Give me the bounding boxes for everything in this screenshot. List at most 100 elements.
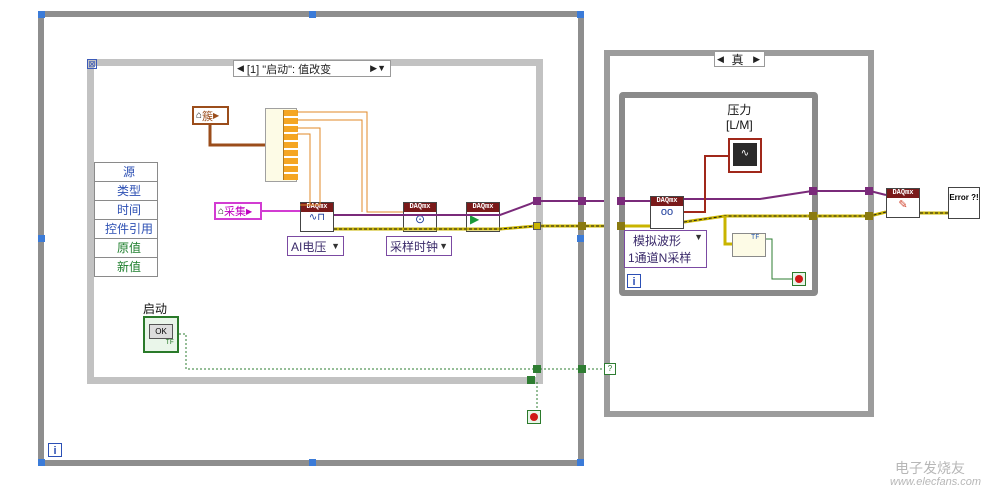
case-tunnel-error[interactable] xyxy=(617,222,625,230)
left-arrow-icon[interactable]: ◀ xyxy=(717,53,724,64)
read-mode-line2: 1通道N采样 xyxy=(628,251,692,265)
resize-handle[interactable] xyxy=(309,459,316,466)
resize-handle[interactable] xyxy=(309,11,316,18)
read-error-out xyxy=(683,210,887,224)
event-structure-corner-icon: ⊠ xyxy=(87,59,97,69)
resize-handle[interactable] xyxy=(577,11,584,18)
simple-error-handler[interactable]: Error ?! xyxy=(948,187,980,219)
sample-clock-label: 采样时钟 xyxy=(390,239,439,254)
error-handler-label: Error ?! xyxy=(949,193,979,202)
boolean-tf-label: TF xyxy=(165,339,174,347)
tunnel-error-out[interactable] xyxy=(533,222,541,230)
daqmx-header: DAQmx xyxy=(651,197,683,206)
array-orange-wire-2 xyxy=(297,119,363,212)
tunnel-boolean-out[interactable] xyxy=(533,365,541,373)
stop-terminal[interactable] xyxy=(527,410,541,424)
array-orange-wire-4 xyxy=(297,133,311,205)
error-wire-left-inner xyxy=(334,225,537,230)
unbundle-tf: TF xyxy=(751,234,760,242)
event-case-selector[interactable]: ◀ [1] "启动": 值改变 ▶▼ xyxy=(233,60,391,77)
pressure-graph-terminal[interactable]: ∿ xyxy=(728,138,762,173)
resize-handle[interactable] xyxy=(38,459,45,466)
shift-register[interactable] xyxy=(527,376,535,384)
resize-handle[interactable] xyxy=(577,235,584,242)
case-tunnel-task-out[interactable] xyxy=(865,187,873,195)
case-tunnel-error-out[interactable] xyxy=(865,212,873,220)
right-arrow-icon[interactable]: ▶▼ xyxy=(370,63,386,73)
stop-icon xyxy=(530,413,538,421)
left-arrow-icon[interactable]: ◀ xyxy=(237,63,244,73)
daqmx-header: DAQmx xyxy=(301,203,333,212)
task-wire xyxy=(334,200,537,216)
start-button-terminal[interactable]: OK TF xyxy=(143,316,179,353)
tunnel-loop-error[interactable] xyxy=(578,222,586,230)
info-icon[interactable]: i xyxy=(627,274,641,288)
home-icon: ⌂ xyxy=(196,110,203,121)
build-array-terminals xyxy=(283,110,298,180)
tunnel-loop-task[interactable] xyxy=(578,197,586,205)
tunnel-task-out[interactable] xyxy=(533,197,541,205)
daqmx-read-vi[interactable]: DAQmx oo xyxy=(650,196,684,229)
ok-button-face: OK xyxy=(149,324,173,339)
clock-icon: ⊙ xyxy=(414,212,426,226)
sample-clock-selector[interactable]: 采样时钟 ▼ xyxy=(386,236,452,256)
read-to-graph xyxy=(684,155,728,213)
channel-wave-icon: ∿⊓ xyxy=(308,212,326,223)
case-selector-label: 真 xyxy=(731,52,744,67)
cluster-wire xyxy=(208,125,265,147)
ai-voltage-label: AI电压 xyxy=(291,239,327,254)
read-mode-line1: 模拟波形 xyxy=(633,234,682,248)
daqmx-timing-vi[interactable]: DAQmx ⊙ xyxy=(403,202,437,232)
array-orange-wire-1 xyxy=(297,111,403,213)
watermark-brand: 电子发烧友 xyxy=(895,460,965,476)
loop-tunnel-task-out[interactable] xyxy=(809,187,817,195)
daqmx-create-channel-vi[interactable]: DAQmx ∿⊓ xyxy=(300,202,334,232)
event-case-label: [1] "启动": 值改变 xyxy=(246,63,332,76)
event-node-old-value[interactable]: 原值 xyxy=(95,239,157,258)
play-icon: ▶ xyxy=(246,206,253,216)
acquisition-ring[interactable]: ⌂ 采集 ▶ xyxy=(214,202,262,220)
ring-label: 采集 xyxy=(224,206,247,218)
daqmx-header: DAQmx xyxy=(404,203,436,212)
dropdown-icon: ▼ xyxy=(439,241,448,251)
daqmx-header: DAQmx xyxy=(887,189,919,198)
dropdown-icon: ▼ xyxy=(331,241,340,251)
tf-to-stop xyxy=(766,238,792,280)
dropdown-icon: ▼ xyxy=(694,232,703,242)
daqmx-header: DAQmx xyxy=(467,203,499,212)
case-selector-terminal[interactable]: ? xyxy=(604,363,616,375)
stop-icon xyxy=(795,275,803,283)
graph-icon: ∿ xyxy=(733,143,757,166)
read-task-out xyxy=(684,190,887,200)
daqmx-start-vi[interactable]: DAQmx ▶ xyxy=(466,202,500,232)
read-glasses-icon: oo xyxy=(660,206,674,218)
event-data-node[interactable]: 源 类型 时间 控件引用 原值 新值 xyxy=(94,162,158,277)
resize-handle[interactable] xyxy=(38,11,45,18)
right-arrow-icon[interactable]: ▶ xyxy=(753,53,760,64)
ai-voltage-selector[interactable]: AI电压 ▼ xyxy=(287,236,344,256)
inner-stop-terminal[interactable] xyxy=(792,272,806,286)
event-node-type[interactable]: 类型 xyxy=(95,182,157,201)
resize-handle[interactable] xyxy=(38,235,45,242)
daqmx-clear-task-vi[interactable]: DAQmx ✎ xyxy=(886,188,920,218)
case-selector[interactable]: ◀ 真 ▶ xyxy=(714,51,765,67)
home-icon: ⌂ xyxy=(218,205,225,217)
loop-tunnel-error-out[interactable] xyxy=(809,212,817,220)
cluster-constant[interactable]: ⌂ 簇 ▶ xyxy=(192,106,229,125)
resize-handle[interactable] xyxy=(577,459,584,466)
event-node-time[interactable]: 时间 xyxy=(95,201,157,220)
play-icon: ▶ xyxy=(213,111,220,120)
analog-waveform-selector[interactable]: 模拟波形 ▼ 1通道N采样 xyxy=(624,230,707,268)
event-node-control-ref[interactable]: 控件引用 xyxy=(95,220,157,239)
eraser-icon: ✎ xyxy=(898,199,908,211)
watermark-url: www.elecfans.com xyxy=(890,476,982,488)
tunnel-loop-boolean[interactable] xyxy=(578,365,586,373)
info-icon[interactable]: i xyxy=(48,443,62,457)
case-tunnel-task[interactable] xyxy=(617,197,625,205)
event-node-new-value[interactable]: 新值 xyxy=(116,260,141,274)
error-branch xyxy=(723,216,732,246)
event-node-source[interactable]: 源 xyxy=(95,163,157,182)
unbundle-error-node[interactable]: TF xyxy=(732,233,766,257)
read-error-out-inner xyxy=(683,211,887,223)
